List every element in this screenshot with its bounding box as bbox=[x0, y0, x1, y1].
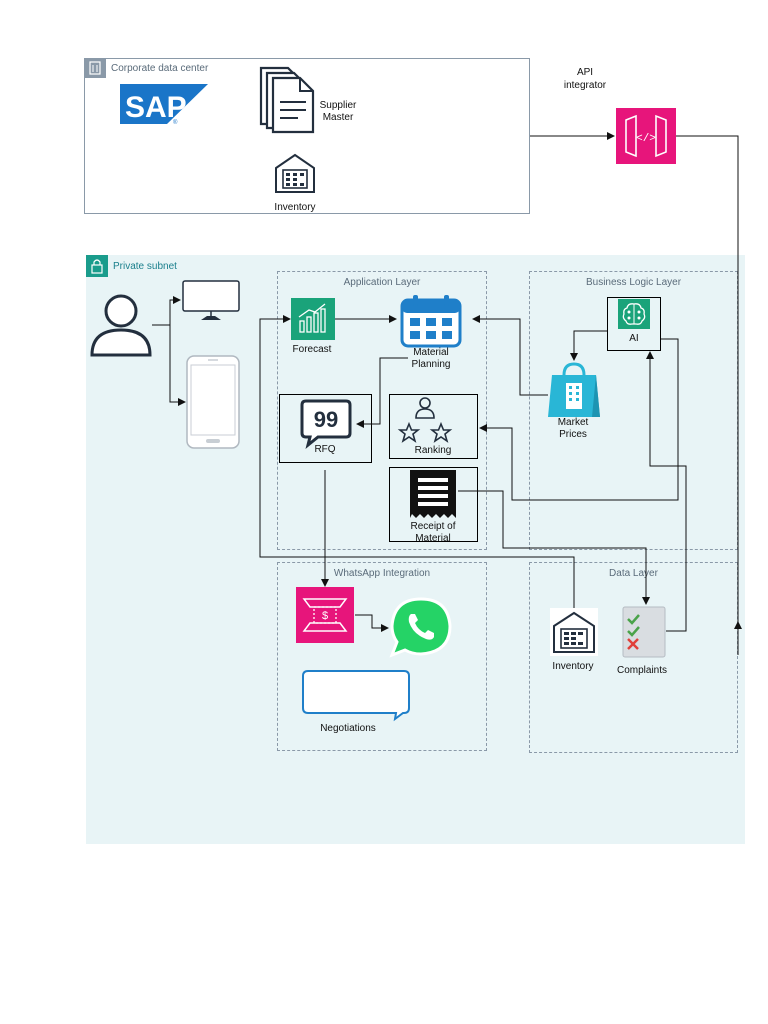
rfq-box bbox=[279, 394, 372, 463]
sap-logo: SAP ® bbox=[120, 84, 208, 126]
ai-label: AI bbox=[629, 333, 639, 344]
svg-text:$: $ bbox=[322, 610, 328, 622]
market-prices-label-1: Market bbox=[557, 417, 589, 428]
negotiations-label: Negotiations bbox=[320, 723, 376, 734]
receipt-icon bbox=[410, 470, 456, 518]
supplier-master-label-2: Master bbox=[322, 112, 354, 123]
api-label-2: integrator bbox=[563, 80, 607, 91]
checklist-icon bbox=[622, 606, 666, 658]
quote-bubble-icon: 99 bbox=[300, 399, 352, 449]
lock-icon bbox=[86, 255, 108, 277]
chat-bubble-icon bbox=[302, 670, 410, 722]
documents-icon bbox=[259, 66, 315, 134]
connector-ai-ranking bbox=[479, 338, 679, 501]
private-subnet-title: Private subnet bbox=[113, 261, 177, 272]
monitor-icon bbox=[182, 280, 240, 320]
connector-user-phone bbox=[152, 324, 186, 406]
svg-text:</>: </> bbox=[636, 133, 656, 145]
forecast-icon bbox=[291, 298, 335, 340]
ranking-box bbox=[389, 394, 478, 459]
connector-market-planning bbox=[472, 315, 548, 396]
receipt-label-1: Receipt of bbox=[410, 521, 456, 532]
material-planning-label-2: Planning bbox=[411, 359, 451, 370]
svg-text:®: ® bbox=[173, 119, 178, 126]
whatsapp-integration-title: WhatsApp Integration bbox=[333, 568, 431, 579]
calendar-icon bbox=[400, 295, 462, 348]
connector-integration-whatsapp bbox=[355, 614, 389, 632]
data-layer-group bbox=[529, 562, 738, 753]
user-icon bbox=[90, 294, 152, 357]
connector-receipt-complaints bbox=[458, 490, 650, 605]
supplier-master-label-1: Supplier bbox=[319, 100, 357, 111]
application-layer-group bbox=[277, 271, 487, 550]
connector-complaints-ai bbox=[646, 351, 687, 632]
ai-brain-icon bbox=[618, 299, 650, 329]
data-layer-title: Data Layer bbox=[609, 568, 658, 579]
material-planning-label-1: Material bbox=[413, 347, 449, 358]
market-prices-label-2: Prices bbox=[559, 429, 587, 440]
api-gateway-icon: </> bbox=[616, 108, 676, 164]
corporate-data-center-group bbox=[84, 58, 530, 214]
receipt-label-2: Material bbox=[415, 533, 451, 544]
whatsapp-integration-group bbox=[277, 562, 487, 751]
data-inventory-label: Inventory bbox=[552, 661, 594, 672]
forecast-label: Forecast bbox=[292, 344, 332, 355]
connector-ai-market bbox=[570, 330, 607, 361]
application-layer-title: Application Layer bbox=[343, 277, 421, 288]
svg-text:99: 99 bbox=[314, 407, 338, 432]
warehouse-icon bbox=[275, 153, 315, 193]
business-logic-layer-title: Business Logic Layer bbox=[585, 277, 682, 288]
receipt-box bbox=[389, 467, 478, 542]
svg-text:SAP: SAP bbox=[125, 91, 187, 124]
corporate-inventory-label: Inventory bbox=[274, 202, 316, 213]
connector-planning-rfq bbox=[356, 357, 408, 428]
ranking-label: Ranking bbox=[414, 445, 452, 456]
connector-user-monitor bbox=[152, 296, 181, 326]
ai-box bbox=[607, 297, 661, 351]
complaints-label: Complaints bbox=[616, 665, 668, 676]
connector-api-subnet bbox=[676, 135, 739, 655]
whatsapp-icon bbox=[389, 597, 452, 658]
rfq-label: RFQ bbox=[314, 444, 336, 455]
ranking-icon bbox=[397, 397, 453, 443]
corporate-data-center-title: Corporate data center bbox=[111, 63, 209, 74]
integration-icon: $ bbox=[296, 587, 354, 643]
connector-inventory-forecast bbox=[259, 315, 575, 608]
shopping-bag-icon bbox=[548, 362, 600, 417]
corporate-building-icon bbox=[84, 58, 106, 78]
mobile-phone-icon bbox=[186, 355, 240, 449]
data-inventory-warehouse-icon bbox=[550, 608, 598, 656]
api-label-1: API bbox=[576, 67, 594, 78]
